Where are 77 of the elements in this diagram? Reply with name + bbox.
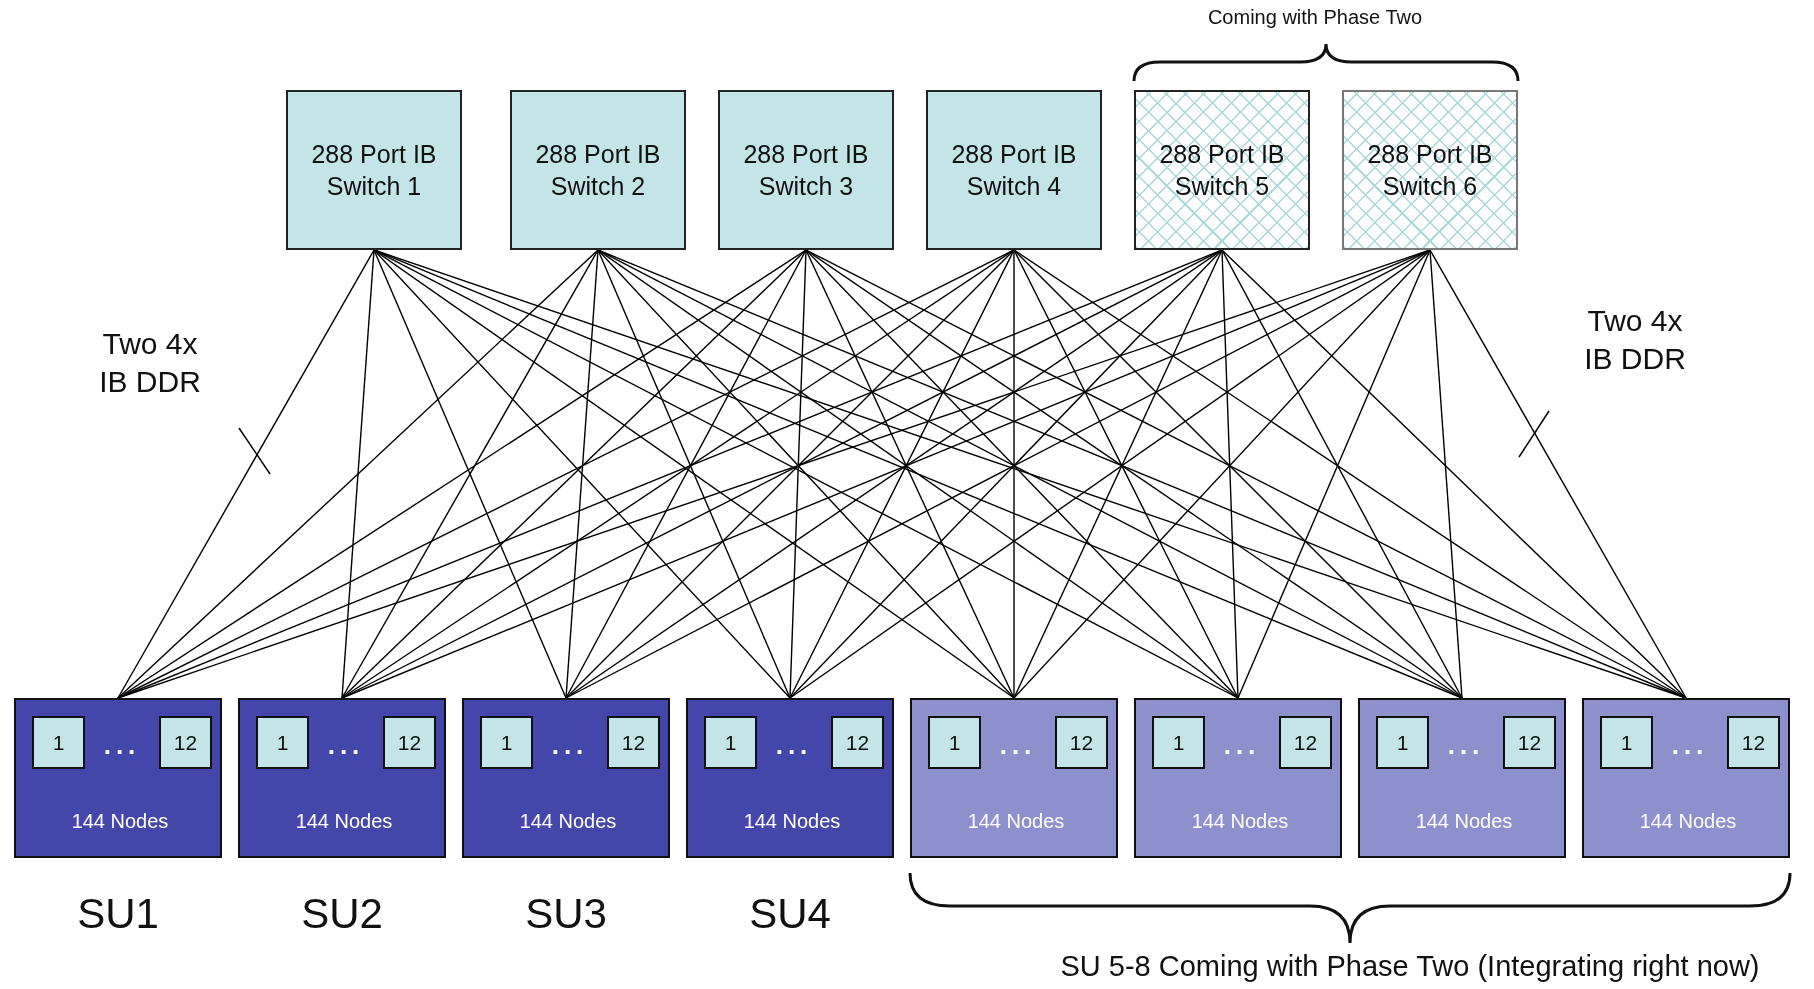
unit-label: SU1 bbox=[76, 890, 160, 938]
node-count: 144 Nodes bbox=[742, 809, 842, 834]
ellipsis: ... bbox=[1222, 730, 1262, 761]
node-box: 12 bbox=[831, 716, 884, 769]
unit-label: SU4 bbox=[748, 890, 832, 938]
node-box: 1 bbox=[1376, 716, 1429, 769]
link-line bbox=[1221, 249, 1239, 699]
scalable-unit-box bbox=[686, 698, 894, 858]
node-box: 12 bbox=[383, 716, 436, 769]
node-count: 144 Nodes bbox=[1190, 809, 1290, 834]
node-box: 12 bbox=[159, 716, 212, 769]
node-box: 1 bbox=[32, 716, 85, 769]
switch-box bbox=[1134, 90, 1310, 250]
scalable-unit-box bbox=[238, 698, 446, 858]
scalable-unit-box bbox=[1134, 698, 1342, 858]
switch-box bbox=[286, 90, 462, 250]
ellipsis: ... bbox=[1446, 730, 1486, 761]
switch-label: 288 Port IB Switch 4 bbox=[950, 139, 1078, 202]
node-box: 12 bbox=[1279, 716, 1332, 769]
unit-label: SU2 bbox=[300, 890, 384, 938]
link-line bbox=[1429, 249, 1463, 699]
link-line bbox=[1221, 249, 1463, 699]
link-line bbox=[565, 249, 807, 699]
link-line bbox=[341, 249, 599, 699]
node-box: 1 bbox=[480, 716, 533, 769]
ellipsis: ... bbox=[102, 730, 142, 761]
switch-box bbox=[510, 90, 686, 250]
node-count: 144 Nodes bbox=[1414, 809, 1514, 834]
node-box: 1 bbox=[1152, 716, 1205, 769]
node-count: 144 Nodes bbox=[294, 809, 394, 834]
link-note: Two 4x IB DDR bbox=[1583, 303, 1687, 377]
link-line bbox=[341, 249, 375, 699]
link-note: Two 4x IB DDR bbox=[98, 326, 202, 400]
switch-label: 288 Port IB Switch 6 bbox=[1366, 139, 1494, 202]
node-count: 144 Nodes bbox=[518, 809, 618, 834]
node-box: 12 bbox=[1503, 716, 1556, 769]
link-line bbox=[565, 249, 599, 699]
switch-label: 288 Port IB Switch 5 bbox=[1158, 139, 1286, 202]
node-box: 12 bbox=[1727, 716, 1780, 769]
switch-box bbox=[926, 90, 1102, 250]
ellipsis: ... bbox=[326, 730, 366, 761]
link-line bbox=[1237, 249, 1431, 699]
link-line bbox=[1221, 249, 1687, 699]
node-count: 144 Nodes bbox=[70, 809, 170, 834]
link-line bbox=[1429, 249, 1687, 699]
scalable-unit-box bbox=[910, 698, 1118, 858]
node-box: 1 bbox=[256, 716, 309, 769]
scalable-unit-box bbox=[1582, 698, 1790, 858]
link-line bbox=[1013, 249, 1015, 699]
scalable-unit-box bbox=[462, 698, 670, 858]
switch-label: 288 Port IB Switch 1 bbox=[310, 139, 438, 202]
link-line bbox=[373, 249, 567, 699]
link-line bbox=[117, 249, 599, 699]
bracket-caption: SU 5-8 Coming with Phase Two (Integrating right now) bbox=[1059, 949, 1761, 984]
scalable-unit-box bbox=[14, 698, 222, 858]
link-line bbox=[789, 249, 807, 699]
ellipsis: ... bbox=[1670, 730, 1710, 761]
ellipsis: ... bbox=[774, 730, 814, 761]
node-box: 12 bbox=[607, 716, 660, 769]
node-count: 144 Nodes bbox=[966, 809, 1066, 834]
node-box: 1 bbox=[704, 716, 757, 769]
bracket-caption: Coming with Phase Two bbox=[1206, 5, 1424, 29]
unit-label: SU3 bbox=[524, 890, 608, 938]
node-box: 12 bbox=[1055, 716, 1108, 769]
ellipsis: ... bbox=[998, 730, 1038, 761]
switch-label: 288 Port IB Switch 3 bbox=[742, 139, 870, 202]
switch-label: 288 Port IB Switch 2 bbox=[534, 139, 662, 202]
link-line bbox=[805, 249, 1687, 699]
link-line bbox=[597, 249, 791, 699]
node-count: 144 Nodes bbox=[1638, 809, 1738, 834]
node-box: 1 bbox=[928, 716, 981, 769]
switch-box bbox=[1342, 90, 1518, 250]
ellipsis: ... bbox=[550, 730, 590, 761]
link-line bbox=[117, 249, 375, 699]
switch-box bbox=[718, 90, 894, 250]
node-box: 1 bbox=[1600, 716, 1653, 769]
scalable-unit-box bbox=[1358, 698, 1566, 858]
